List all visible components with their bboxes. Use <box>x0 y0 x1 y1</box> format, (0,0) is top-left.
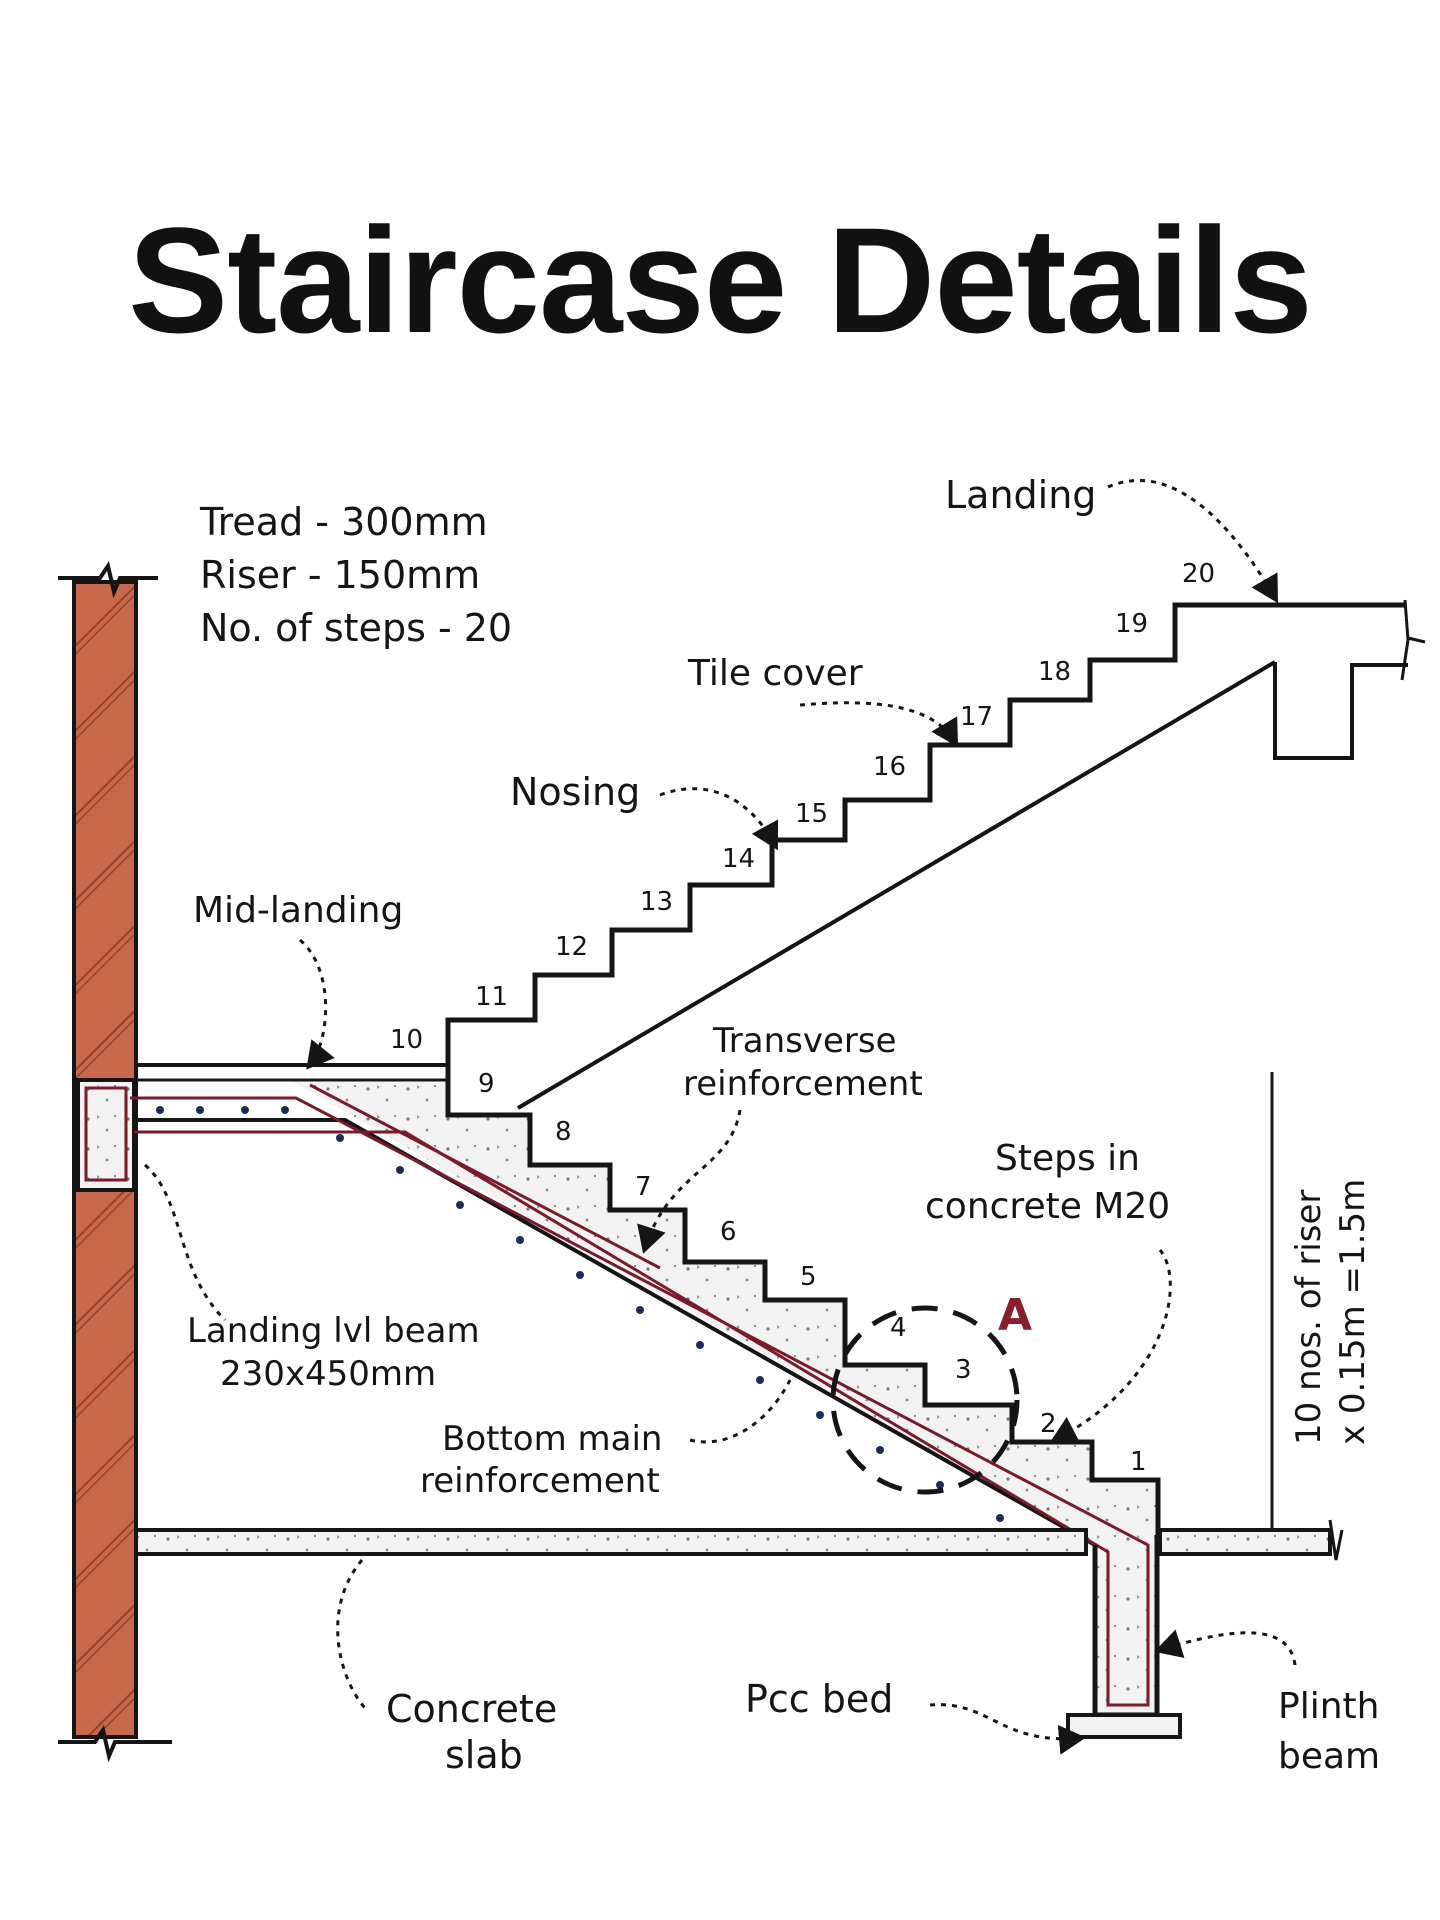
label-pcc-bed: Pcc bed <box>745 1677 893 1721</box>
step-number: 17 <box>960 702 993 732</box>
riser-dimension-label: 10 nos. of riser x 0.15m =1.5m <box>1289 1179 1373 1445</box>
step-number: 13 <box>640 887 673 917</box>
step-number: 4 <box>890 1313 907 1343</box>
detail-a-label: A <box>998 1290 1032 1341</box>
upper-flight-soffit <box>516 660 1277 1110</box>
step-number: 9 <box>478 1069 495 1099</box>
step-number: 3 <box>955 1355 972 1385</box>
spec-number-of-steps: No. of steps - 20 <box>200 606 512 650</box>
label-landing: Landing <box>945 473 1096 517</box>
leader-lines <box>144 479 1297 1755</box>
label-transverse-line2: reinforcement <box>683 1064 923 1104</box>
spec-riser: Riser - 150mm <box>200 553 480 597</box>
step-number: 18 <box>1038 657 1071 687</box>
label-bottom-main-line1: Bottom main <box>442 1419 662 1459</box>
label-concrete-slab-line2: slab <box>445 1733 523 1777</box>
top-landing-beam <box>1273 599 1426 760</box>
label-bottom-main-line2: reinforcement <box>420 1461 660 1501</box>
step-number: 6 <box>720 1217 737 1247</box>
label-concrete-slab-line1: Concrete <box>386 1687 557 1731</box>
label-mid-landing: Mid-landing <box>193 890 403 931</box>
upper-flight-steps <box>445 602 1405 1065</box>
step-number: 8 <box>555 1117 572 1147</box>
step-number: 15 <box>795 799 828 829</box>
step-number: 5 <box>800 1262 817 1292</box>
label-riser-dimension-line1: 10 nos. of riser <box>1289 1190 1329 1445</box>
label-transverse-line1: Transverse <box>712 1021 897 1061</box>
landing-level-beam <box>76 1078 136 1192</box>
step-number: 20 <box>1182 559 1215 589</box>
concrete-waist-slab <box>134 1063 1158 1715</box>
label-plinth-beam-line2: beam <box>1278 1736 1380 1777</box>
step-number: 1 <box>1130 1447 1147 1477</box>
step-number: 11 <box>475 982 508 1012</box>
page-title: Staircase Details <box>128 196 1313 364</box>
spec-tread: Tread - 300mm <box>199 500 488 544</box>
label-landing-beam-line2: 230x450mm <box>220 1354 436 1394</box>
detail-a-circle <box>830 1305 1020 1495</box>
step-number: 7 <box>635 1172 652 1202</box>
label-riser-dimension-line2: x 0.15m =1.5m <box>1333 1179 1373 1445</box>
label-plinth-beam-line1: Plinth <box>1278 1686 1379 1727</box>
pcc-bed <box>1066 1713 1182 1739</box>
step-number: 2 <box>1040 1409 1057 1439</box>
concrete-ground-slab <box>134 1519 1344 1561</box>
step-number: 16 <box>873 752 906 782</box>
label-tile-cover: Tile cover <box>687 653 863 694</box>
step-number: 10 <box>390 1025 423 1055</box>
step-number: 14 <box>722 844 755 874</box>
step-number: 19 <box>1115 609 1148 639</box>
label-steps-concrete-line1: Steps in <box>995 1138 1140 1179</box>
label-landing-beam-line1: Landing lvl beam <box>187 1311 480 1351</box>
label-nosing: Nosing <box>510 770 640 814</box>
label-steps-concrete-line2: concrete M20 <box>925 1186 1170 1227</box>
step-number: 12 <box>555 932 588 962</box>
